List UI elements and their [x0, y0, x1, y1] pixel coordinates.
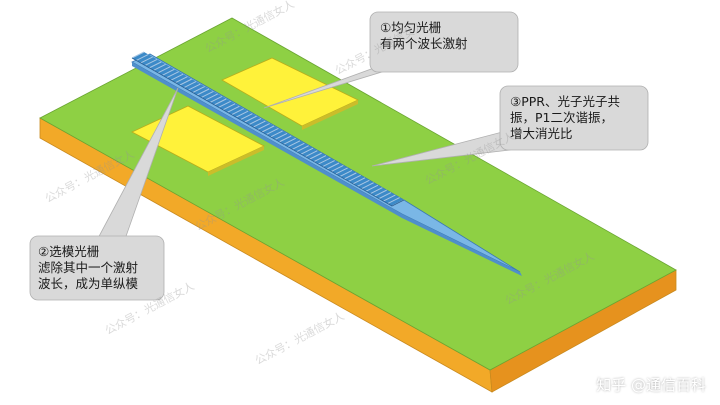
grating-tooth: [279, 135, 292, 143]
grating-tooth: [153, 63, 166, 71]
grating-tooth: [188, 83, 201, 91]
grating-tooth: [326, 162, 340, 170]
grating-tooth: [318, 157, 331, 165]
grating-tooth: [244, 115, 257, 123]
grating-tooth: [313, 155, 327, 163]
grating-tooth: [235, 110, 249, 118]
grating-tooth: [387, 197, 400, 204]
callout-line: 增大消光比: [510, 126, 573, 141]
grating-tooth: [227, 105, 240, 113]
grating-tooth: [287, 140, 301, 148]
substrate-top: [39, 17, 677, 371]
grating-tooth: [322, 160, 335, 167]
callout-line: 振，P1二次谐振，: [510, 110, 613, 125]
grating-tooth: [136, 54, 149, 61]
grating-tooth: [140, 56, 153, 64]
grating-tooth: [253, 120, 266, 128]
grating-tooth: [374, 189, 387, 197]
grating-tooth: [309, 152, 322, 160]
grating-tooth: [209, 95, 223, 103]
grating-tooth: [266, 128, 279, 135]
grating-tooth: [222, 103, 236, 111]
callout-uniform-grating-text: ①均匀光栅 有两个波长激射: [380, 20, 468, 52]
grating-tooth: [179, 78, 192, 86]
grating-tooth: [149, 61, 162, 69]
grating-section: [131, 51, 405, 207]
grating-tooth: [339, 169, 353, 177]
grating-tooth: [365, 184, 379, 192]
footer-attribution: 知乎 @通信百科: [596, 374, 706, 395]
grating-tooth: [283, 137, 296, 145]
grating-tooth: [218, 100, 231, 108]
grating-tooth: [335, 167, 348, 175]
callout-mode-selection-text: ②选模光栅 滤除其中一个激射 波长，成为单纵模: [38, 244, 138, 292]
footer-platform: 知乎: [596, 376, 627, 394]
grating-tooth: [196, 88, 210, 96]
grating-tooth: [270, 130, 283, 138]
grating-tooth: [183, 81, 197, 89]
footer-author: @通信百科: [630, 376, 706, 394]
grating-tooth: [370, 187, 383, 195]
grating-tooth: [131, 51, 145, 59]
grating-tooth: [352, 177, 366, 185]
grating-tooth: [175, 76, 188, 84]
electrode-pad-upper: [221, 57, 359, 130]
grating-tooth: [192, 86, 205, 93]
grating-tooth: [157, 66, 171, 74]
grating-tooth: [296, 145, 309, 153]
waveguide-side: [132, 62, 522, 276]
grating-tooth: [214, 98, 227, 106]
callout-line: 有两个波长激射: [380, 36, 468, 51]
callout-line: 波长，成为单纵模: [38, 276, 139, 291]
grating-tooth: [240, 113, 253, 121]
grating-tooth: [248, 118, 262, 126]
grating-tooth: [205, 93, 218, 101]
grating-tooth: [378, 192, 392, 200]
grating-tooth: [292, 142, 305, 150]
grating-tooth: [261, 125, 275, 133]
grating-tooth: [231, 108, 244, 116]
grating-tooth: [274, 132, 288, 140]
callout-ppr-text: ③PPR、光子光子共 振，P1二次谐振， 增大消光比: [510, 94, 620, 142]
grating-tooth: [300, 147, 314, 155]
grating-tooth: [170, 73, 184, 81]
grating-tooth: [257, 123, 270, 130]
grating-tooth: [331, 165, 344, 172]
callout-uniform-grating: [263, 11, 519, 109]
grating-edge: [131, 57, 405, 207]
callout-mode-selection: [29, 87, 179, 301]
grating-tooth: [166, 71, 179, 79]
grating-tooth: [357, 179, 370, 187]
callout-line: ①均匀光栅: [380, 20, 442, 35]
callout-line: 滤除其中一个激射: [38, 260, 139, 275]
grating-tooth: [344, 172, 357, 180]
grating-tooth: [383, 194, 396, 202]
grating-tooth: [201, 91, 214, 98]
callout-ppr: [371, 85, 649, 167]
grating-tooth: [305, 150, 318, 158]
callout-line: ②选模光栅: [38, 244, 100, 259]
grating-tooth: [144, 58, 158, 66]
grating-tooth: [162, 68, 175, 76]
callout-line: ③PPR、光子光子共: [510, 94, 620, 109]
grating-tooth: [348, 174, 361, 182]
grating-tooth: [361, 182, 374, 190]
